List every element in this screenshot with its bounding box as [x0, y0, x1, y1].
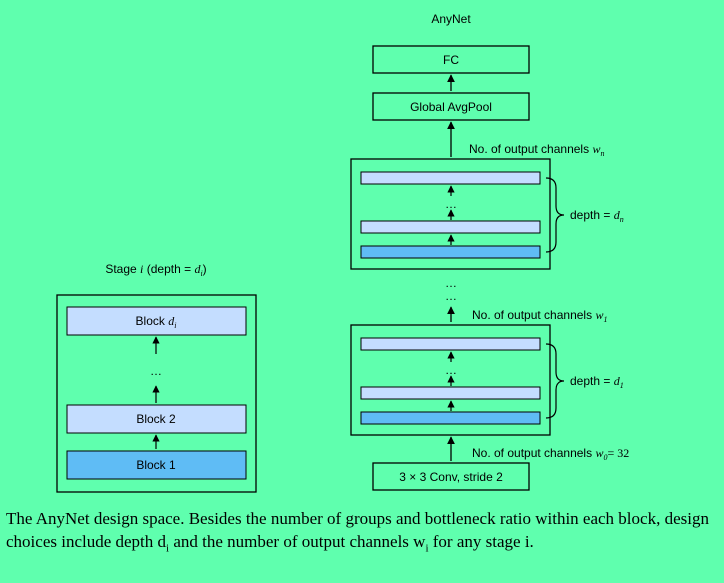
- depth-dn-label: depth = dn: [570, 208, 624, 224]
- stage-n-ellipsis: …: [445, 197, 457, 211]
- conv-stem-box: [372, 462, 530, 491]
- fc-box: [372, 45, 530, 74]
- stage-1-block-1: [360, 411, 541, 425]
- between-stages-ellipsis-bottom: …: [445, 289, 457, 303]
- stage-1-ellipsis: …: [445, 363, 457, 377]
- stage-n-box: [350, 158, 551, 270]
- stage-n-block-2: [360, 220, 541, 234]
- stage-n-brace: [545, 177, 565, 253]
- depth-d1-label: depth = d1: [570, 374, 624, 390]
- stage-i-box: [56, 294, 257, 493]
- stage-1-block-2: [360, 386, 541, 400]
- stage-1-box: [350, 324, 551, 436]
- block-1-box: [66, 450, 247, 480]
- global-avgpool-box: [372, 92, 530, 121]
- block-2-box: [66, 404, 247, 434]
- fc-label: FC: [443, 53, 459, 67]
- stage-n-block-1: [360, 245, 541, 259]
- output-channels-wn-label: No. of output channels wn: [469, 142, 604, 158]
- anynet-diagram: AnyNet FC Global AvgPool No. of output c…: [56, 12, 629, 493]
- between-stages-ellipsis-top: …: [445, 276, 457, 290]
- stage-1-brace: [545, 343, 565, 419]
- block-2-label: Block 2: [136, 412, 176, 426]
- stage-i-ellipsis: …: [150, 364, 162, 378]
- block-di-label: Block di: [136, 314, 177, 330]
- block-di-box: [66, 306, 247, 336]
- output-channels-w1-label: No. of output channels w1: [472, 308, 607, 324]
- anynet-title: AnyNet: [431, 12, 471, 26]
- figure-caption: The AnyNet design space. Besides the num…: [6, 509, 709, 555]
- stage-i-title: Stage i (depth = di): [105, 262, 206, 278]
- output-channels-w0-label: No. of output channels w0= 32: [472, 446, 629, 462]
- conv-stem-label: 3 × 3 Conv, stride 2: [399, 470, 503, 484]
- block-1-label: Block 1: [136, 458, 176, 472]
- global-avgpool-label: Global AvgPool: [410, 100, 492, 114]
- stage-n-block-top: [360, 171, 541, 185]
- stage-1-block-top: [360, 337, 541, 351]
